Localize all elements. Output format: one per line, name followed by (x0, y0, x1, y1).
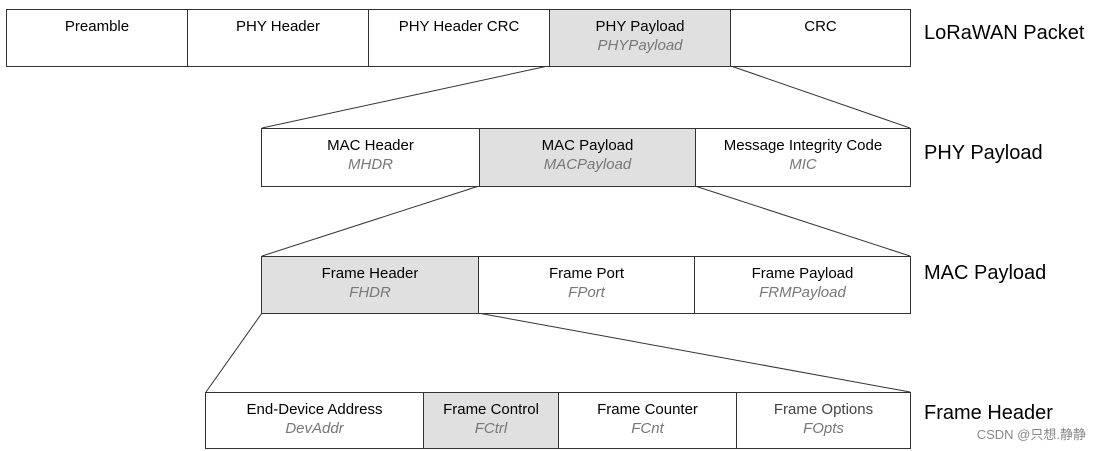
cell-sub-text: FRMPayload (759, 284, 846, 301)
connector-row3-right (477, 312, 911, 393)
row-label-lorawan-packet: LoRaWAN Packet (924, 22, 1085, 44)
cell-sub-text: MHDR (348, 156, 393, 173)
cell-main-text: Frame Control (443, 401, 539, 418)
row-phy-payload: MAC Header MHDR MAC Payload MACPayload M… (261, 128, 911, 187)
row-mac-payload: Frame Header FHDR Frame Port FPort Frame… (261, 256, 911, 314)
cell-message-integrity-code: Message Integrity Code MIC (696, 129, 910, 186)
cell-main-text: Frame Header (321, 265, 419, 282)
cell-frame-header: Frame Header FHDR (262, 257, 479, 313)
cell-frame-options: Frame Options FOpts (737, 393, 910, 448)
row-label-phy-payload: PHY Payload (924, 142, 1043, 164)
cell-frame-control: Frame Control FCtrl (424, 393, 559, 448)
cell-phy-payload: PHY Payload PHYPayload (550, 10, 731, 66)
cell-phy-header: PHY Header (188, 10, 369, 66)
cell-main-text: Frame Port (548, 265, 624, 282)
cell-frame-counter: Frame Counter FCnt (559, 393, 737, 448)
cell-phy-header-crc: PHY Header CRC (369, 10, 550, 66)
cell-sub-text: MIC (789, 156, 817, 173)
cell-main-text: MAC Header (327, 137, 414, 154)
cell-sub-text: FHDR (349, 284, 391, 301)
connector-row2-right (694, 185, 911, 257)
cell-end-device-address: End-Device Address DevAddr (206, 393, 424, 448)
cell-sub-text: DevAddr (285, 420, 344, 437)
cell-main-text: End-Device Address (246, 401, 383, 418)
cell-main-text: Preamble (64, 18, 130, 35)
cell-main-text: Frame Payload (751, 265, 854, 282)
cell-mac-header: MAC Header MHDR (262, 129, 480, 186)
cell-sub-text: FOpts (803, 420, 844, 437)
row-lorawan-packet: Preamble PHY Header PHY Header CRC PHY P… (6, 9, 911, 67)
connector-row1-left (261, 65, 549, 129)
cell-preamble: Preamble (7, 10, 188, 66)
row-label-frame-header: Frame Header (924, 402, 1053, 424)
cell-main-text: PHY Header (236, 18, 320, 35)
cell-sub-text: FCtrl (474, 420, 508, 437)
connector-row2-left (261, 185, 480, 257)
cell-main-text: CRC (804, 18, 837, 35)
row-frame-header: End-Device Address DevAddr Frame Control… (205, 392, 911, 449)
cell-frame-port: Frame Port FPort (479, 257, 695, 313)
watermark: CSDN @只想.静静 (976, 427, 1086, 442)
cell-sub-text: FCnt (631, 420, 664, 437)
cell-sub-text: FPort (568, 284, 605, 301)
connector-row3-left (205, 312, 263, 393)
cell-sub-text: MACPayload (543, 156, 632, 173)
cell-main-text: Frame Options (773, 401, 874, 418)
cell-sub-text: PHYPayload (597, 37, 683, 54)
cell-main-text: Message Integrity Code (723, 137, 883, 154)
connector-row1-right (730, 65, 911, 129)
cell-main-text: MAC Payload (541, 137, 634, 154)
cell-crc: CRC (731, 10, 910, 66)
row-label-mac-payload: MAC Payload (924, 262, 1047, 284)
cell-main-text: PHY Header CRC (398, 18, 520, 35)
cell-frame-payload: Frame Payload FRMPayload (695, 257, 910, 313)
cell-mac-payload: MAC Payload MACPayload (480, 129, 696, 186)
cell-main-text: Frame Counter (597, 401, 698, 418)
cell-main-text: PHY Payload (595, 18, 685, 35)
